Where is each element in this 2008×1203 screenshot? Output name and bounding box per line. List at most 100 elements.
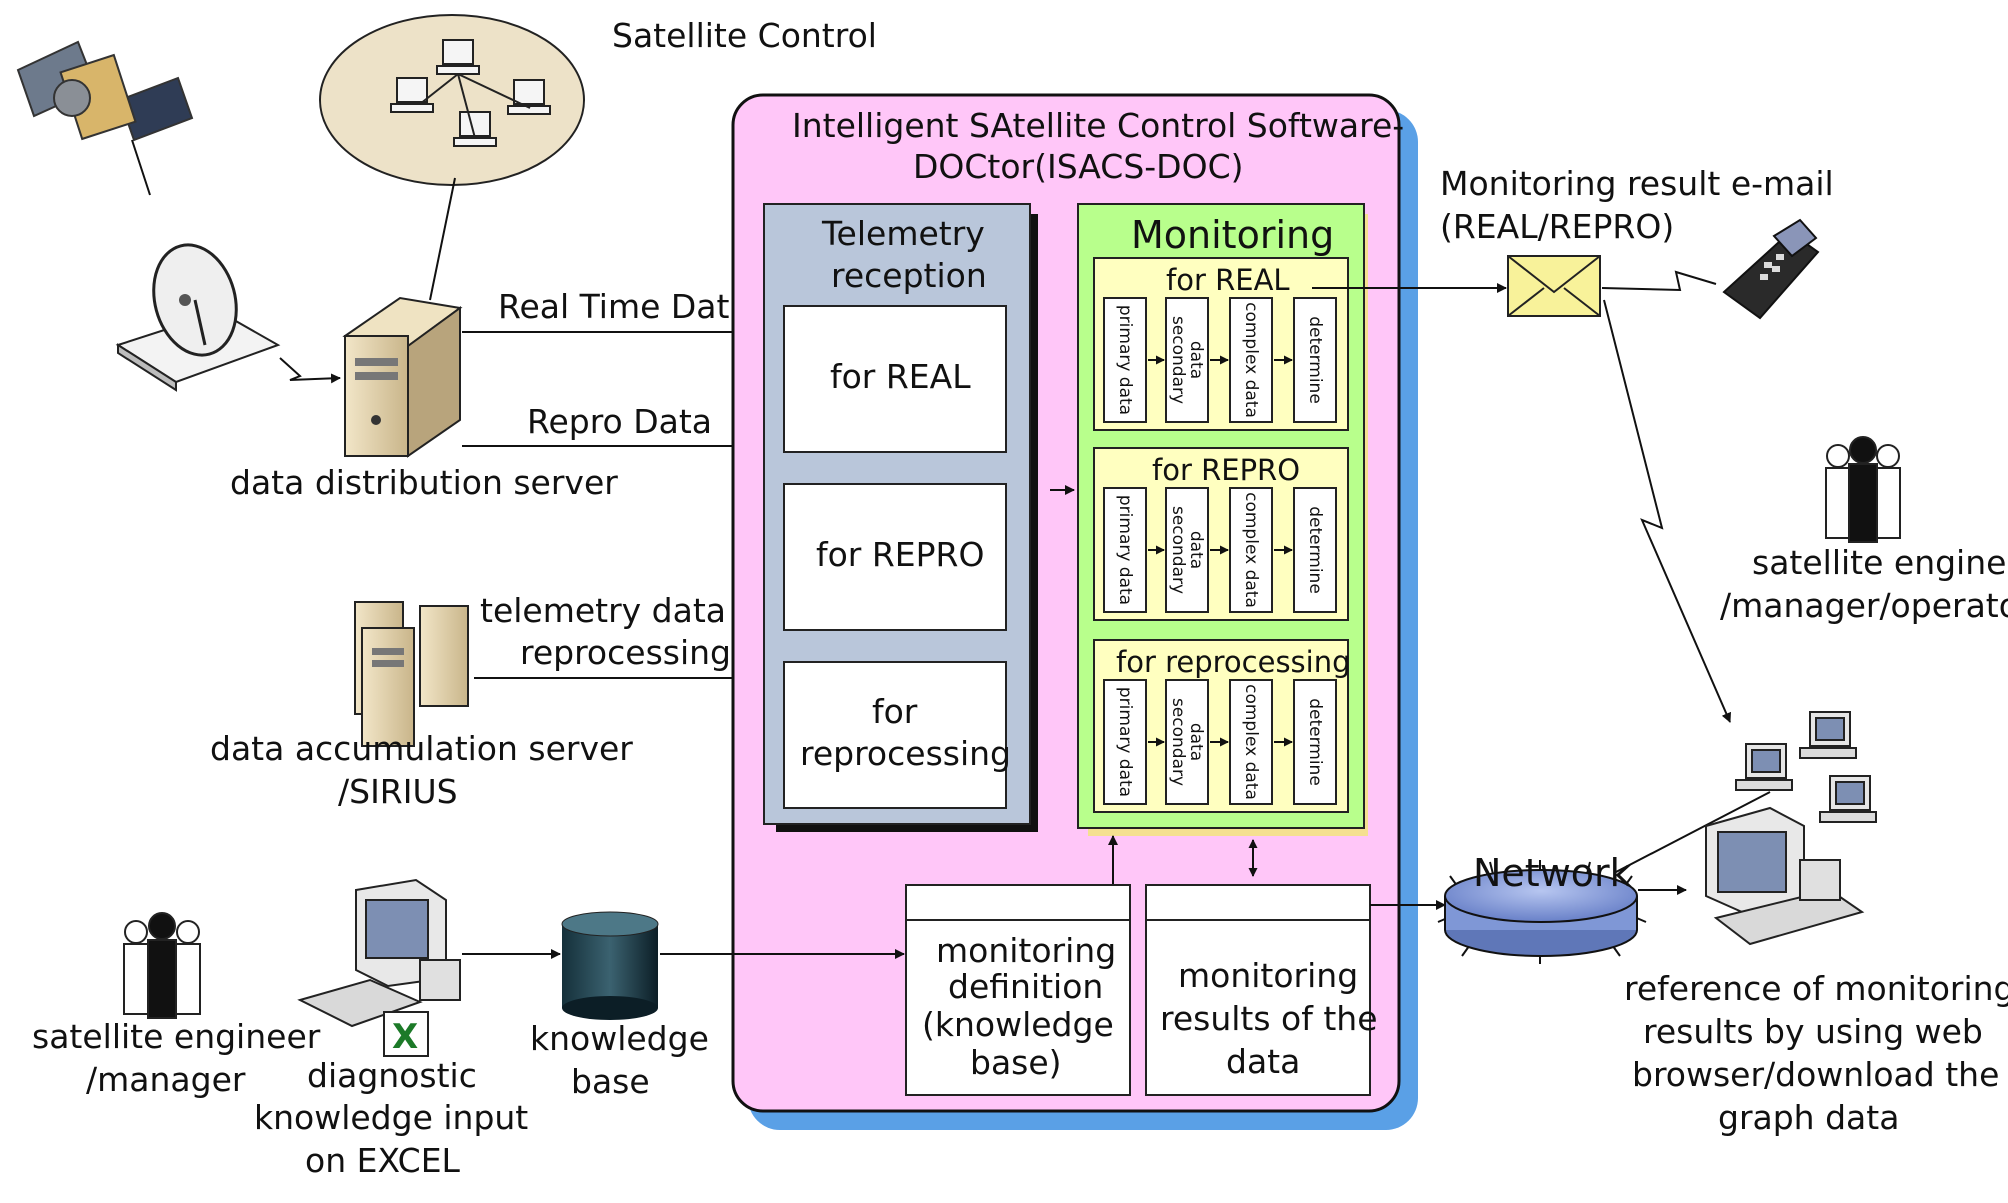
real-time-data-label: Real Time Data <box>498 287 750 326</box>
knowledge-base-label-1: knowledge <box>530 1019 709 1058</box>
monitoring-results-label-2: results of the <box>1160 999 1378 1038</box>
excel-input-label-1: diagnostic <box>307 1056 477 1095</box>
data-accumulation-server-label-1: data accumulation server <box>210 729 633 768</box>
satellite-control-cluster: Satellite Control <box>319 14 877 186</box>
knowledge-base-icon <box>561 911 659 1020</box>
downlink-line <box>131 139 151 196</box>
web-reference-label-4: graph data <box>1718 1098 1899 1137</box>
data-accumulation-server-label-2: /SIRIUS <box>338 772 458 811</box>
monitoring-definition-box: monitoring definition (knowledge base) <box>905 884 1131 1096</box>
monitoring-step-label: secondary <box>1168 316 1188 404</box>
monitoring-group-for-reprocessing: for reprocessing primary data secondarydat… <box>1093 639 1351 813</box>
monitoring-step-box <box>1103 297 1147 423</box>
isacs-doc-title-1: Intelligent SAtellite Control Software- <box>792 106 1404 145</box>
monitoring-group-title: for REPRO <box>1152 453 1300 487</box>
satellite-icon <box>16 40 194 142</box>
monitoring-step-box <box>1293 297 1337 423</box>
monitoring-step-box <box>1165 679 1209 805</box>
monitoring-title: Monitoring <box>1131 213 1334 257</box>
monitoring-group-title: for REAL <box>1166 263 1290 297</box>
monitoring-step-label: determine <box>1305 506 1325 594</box>
monitoring-step-box <box>1103 679 1147 805</box>
monitoring-step-label: primary data <box>1115 495 1135 605</box>
data-distribution-server-icon <box>342 296 463 458</box>
reception-for-real-label: for REAL <box>830 357 971 396</box>
monitoring-definition-label-4: base) <box>970 1043 1062 1082</box>
engineer-left-label-1: satellite engineer <box>32 1017 321 1056</box>
excel-input-label-3: on EXCEL <box>305 1141 461 1180</box>
telemetry-reprocessing-label-2: reprocessing <box>520 633 731 672</box>
monitoring-results-box: monitoring results of the data <box>1145 884 1378 1096</box>
excel-input-label-2: knowledge input <box>254 1098 528 1137</box>
engineer-right-icon <box>1825 436 1901 543</box>
monitoring-step-box <box>1165 297 1209 423</box>
isacs-doc-title-2: DOCtor(ISACS-DOC) <box>913 147 1243 186</box>
reception-for-reprocessing-label-1: for <box>872 692 918 731</box>
antenna-to-server-link <box>279 357 341 384</box>
monitoring-step-box <box>1229 487 1273 613</box>
excel-icon: X <box>392 1017 418 1057</box>
web-reference-label-1: reference of monitoring <box>1624 969 2008 1008</box>
email-envelope-icon <box>1507 255 1601 317</box>
web-reference-label-2: results by using web <box>1643 1012 1983 1051</box>
monitoring-results-label-3: data <box>1226 1042 1300 1081</box>
telemetry-reception-title-2: reception <box>831 256 987 295</box>
monitoring-step-label: complex data <box>1241 684 1261 800</box>
reception-for-repro-label: for REPRO <box>816 535 984 574</box>
monitoring-step-box <box>1103 487 1147 613</box>
repro-data-label: Repro Data <box>527 402 712 441</box>
antenna-icon <box>115 243 281 392</box>
monitoring-step-label: determine <box>1305 316 1325 404</box>
telemetry-reception-title-1: Telemetry <box>821 214 985 253</box>
monitoring-definition-label-3: (knowledge <box>922 1005 1114 1044</box>
engineer-right-label-2: /manager/operator <box>1720 586 2008 625</box>
mobile-phone-icon <box>1722 218 1820 320</box>
monitoring-step-box <box>1293 679 1337 805</box>
monitoring-step-label: secondary <box>1168 698 1188 786</box>
monitoring-step-label: data <box>1186 341 1206 379</box>
monitoring-definition-label-2: definition <box>948 967 1103 1006</box>
monitoring-step-label: determine <box>1305 698 1325 786</box>
reception-for-repro-box <box>783 483 1007 631</box>
email-to-web-arrow <box>1603 299 1731 723</box>
reception-for-reprocessing-box <box>783 661 1007 809</box>
monitoring-step-label: complex data <box>1241 492 1261 608</box>
workstation-icon <box>390 39 551 147</box>
data-distribution-server-label: data distribution server <box>230 463 618 502</box>
engineer-left-label-2: /manager <box>86 1060 246 1099</box>
monitoring-step-label: secondary <box>1168 506 1188 594</box>
network-to-clients-link <box>1615 791 1771 873</box>
monitoring-definition-label-1: monitoring <box>936 931 1116 970</box>
knowledge-base-label-2: base <box>571 1062 650 1101</box>
client-computers-icon <box>1705 711 1877 946</box>
email-label-2: (REAL/REPRO) <box>1440 207 1674 246</box>
web-reference-label-3: browser/download the <box>1632 1055 1999 1094</box>
engineer-right-label-1: satellite engineer <box>1752 543 2008 582</box>
monitoring-step-label: primary data <box>1115 687 1135 797</box>
network-label: Network <box>1473 851 1632 895</box>
monitoring-results-label-1: monitoring <box>1178 956 1358 995</box>
excel-computer-icon: X <box>297 878 461 1057</box>
network-icon <box>1437 860 1647 964</box>
monitoring-step-box <box>1165 487 1209 613</box>
satellite-control-label: Satellite Control <box>612 16 877 55</box>
email-label-1: Monitoring result e-mail <box>1440 164 1834 203</box>
monitoring-step-label: primary data <box>1115 305 1135 415</box>
engineer-left-icon <box>123 912 201 1019</box>
email-to-phone-link <box>1601 270 1717 292</box>
monitoring-step-label: data <box>1186 531 1206 569</box>
reception-for-reprocessing-label-2: reprocessing <box>800 734 1011 773</box>
reception-for-real-box <box>783 305 1007 453</box>
monitoring-step-box <box>1229 679 1273 805</box>
monitoring-group-title: for reprocessing <box>1116 645 1351 679</box>
monitoring-step-label: complex data <box>1241 302 1261 418</box>
data-accumulation-server-icon <box>354 601 469 747</box>
monitoring-step-label: data <box>1186 723 1206 761</box>
telemetry-reception-panel: Telemetry reception for REAL for REPRO f… <box>763 203 1038 832</box>
monitoring-step-box <box>1293 487 1337 613</box>
server-to-control-link <box>429 177 456 301</box>
